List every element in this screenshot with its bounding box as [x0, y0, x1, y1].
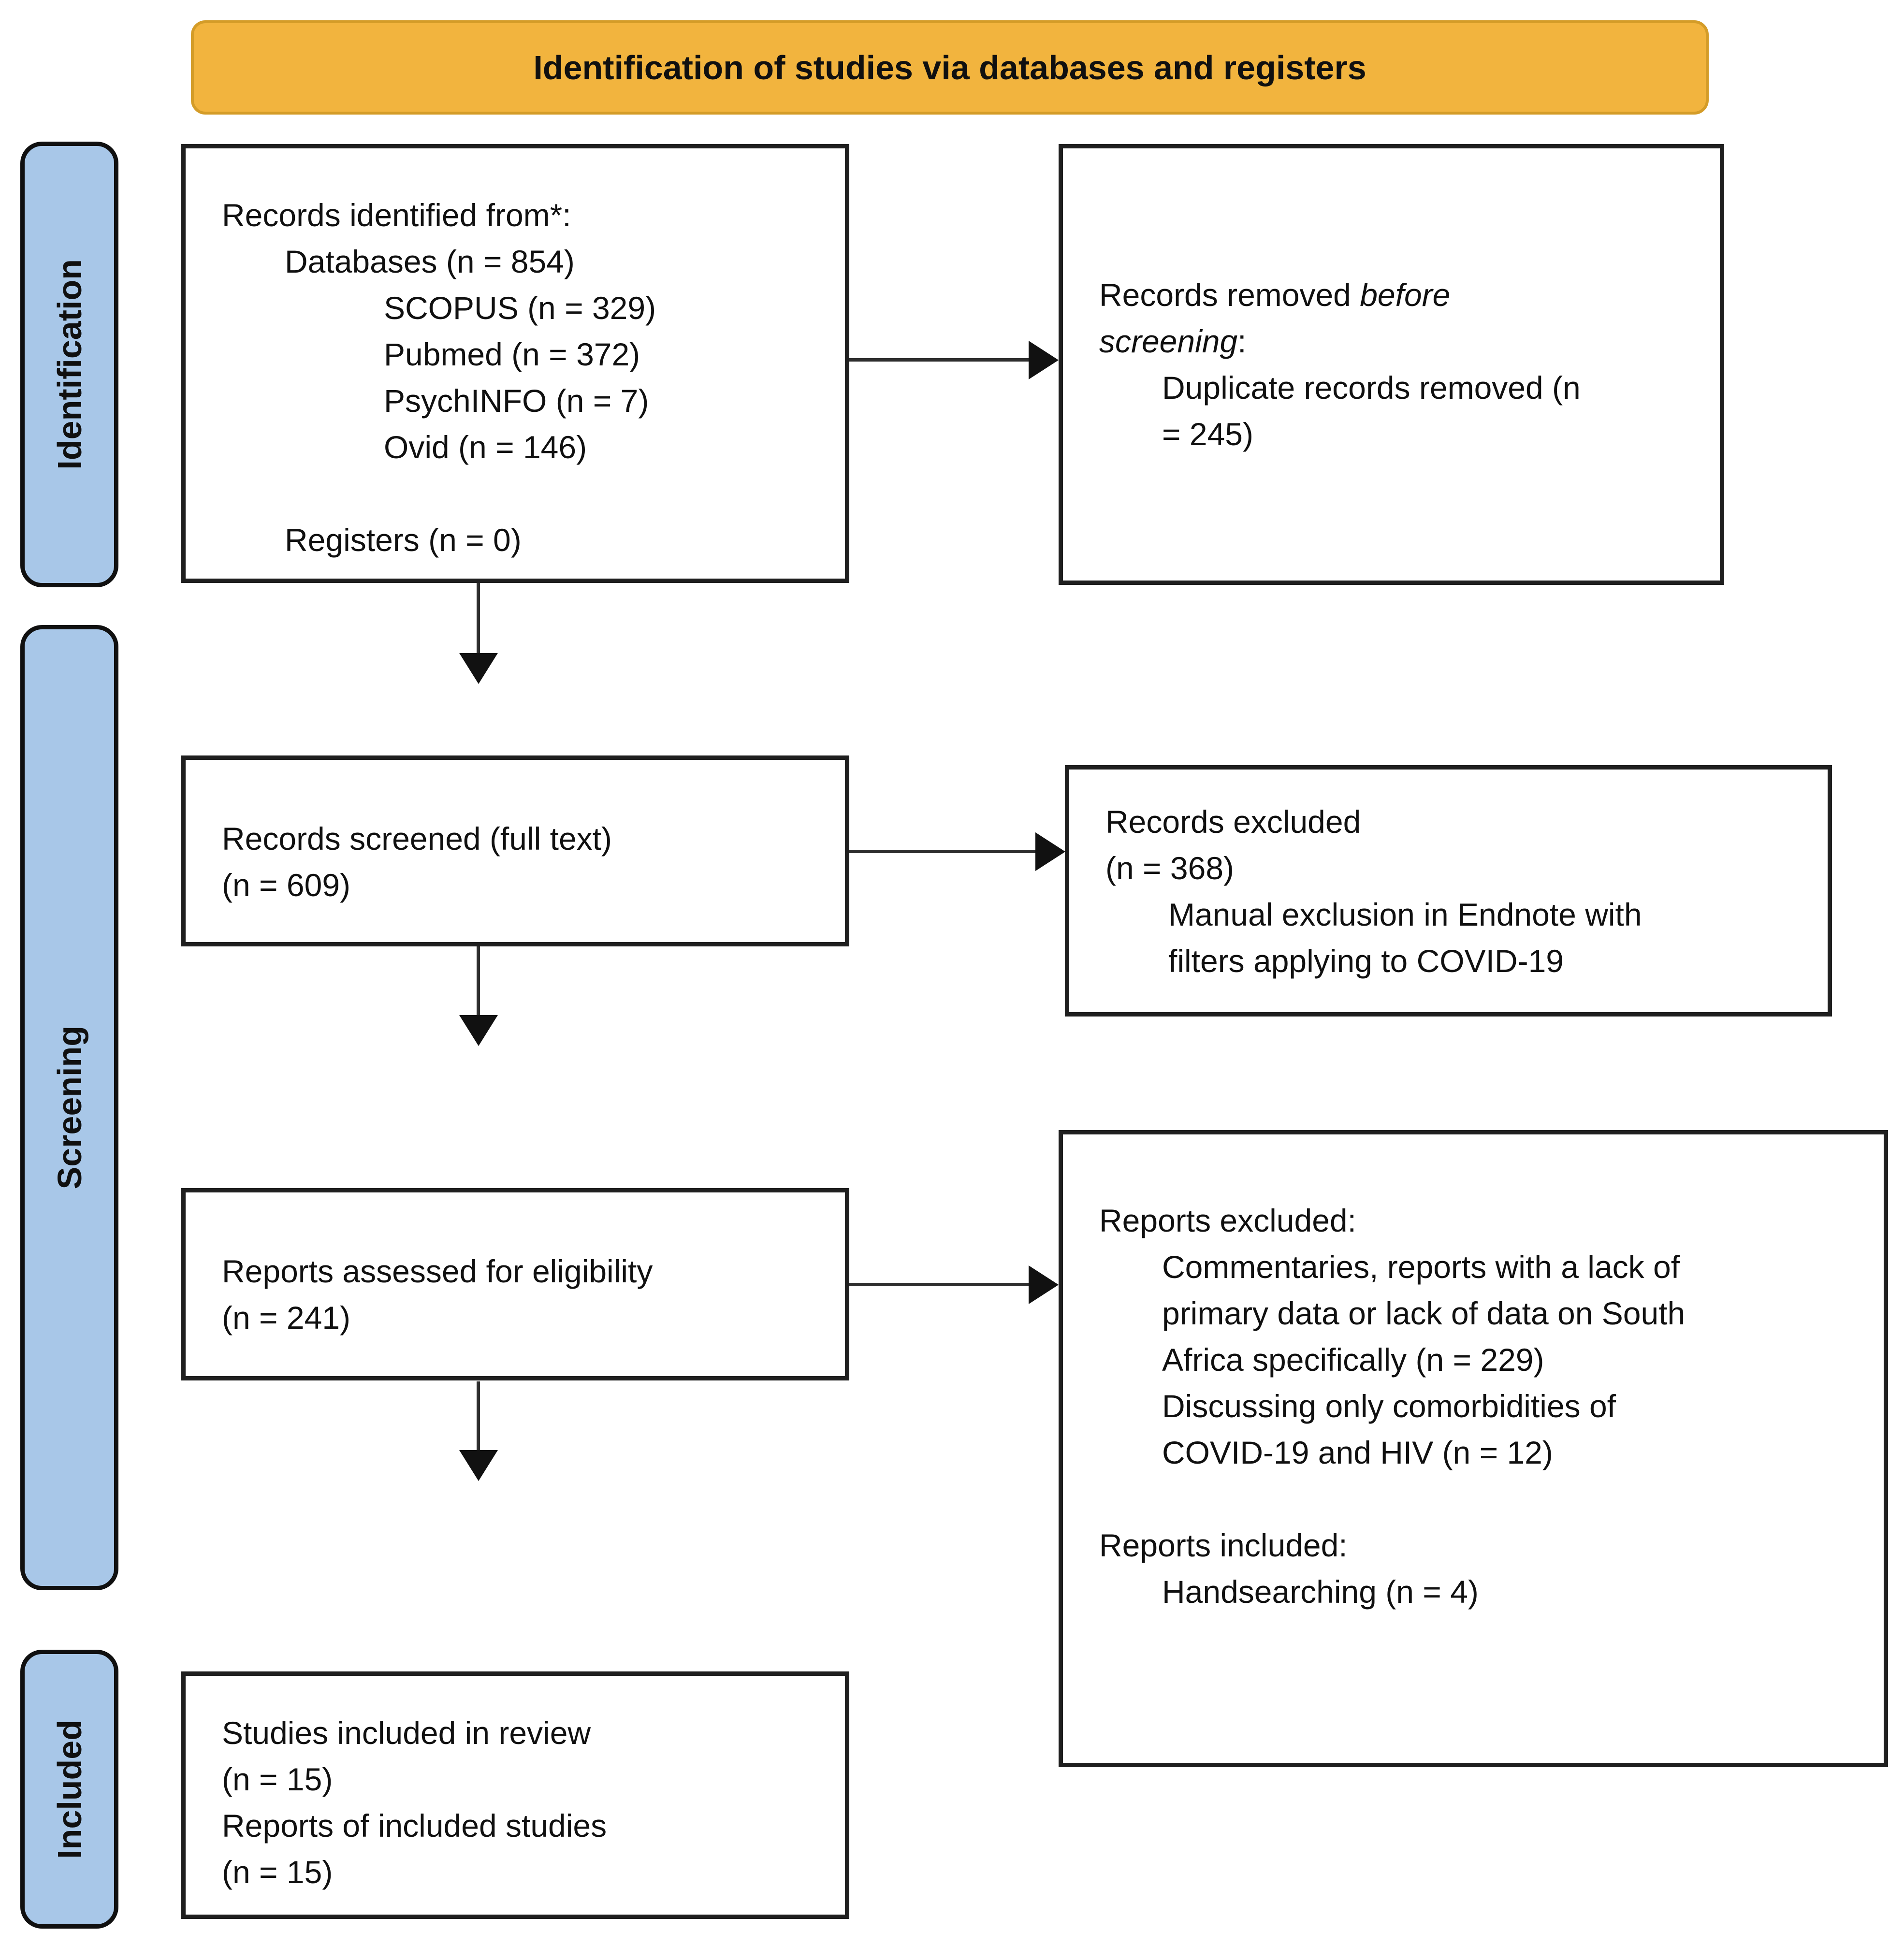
blank-line: [1099, 1476, 1874, 1522]
reports-excluded-line: primary data or lack of data on South: [1162, 1295, 1686, 1331]
box-records-screened: Records screened (full text) (n = 609): [181, 755, 849, 946]
arrow-right-icon: [1029, 341, 1059, 379]
records-removed-text: Records removed: [1099, 277, 1360, 313]
arrow-stem: [477, 583, 480, 653]
reports-included-line: Handsearching (n = 4): [1162, 1574, 1479, 1610]
records-removed-italic-text: screening: [1099, 323, 1238, 359]
records-excluded-line: Manual exclusion in Endnote with: [1168, 897, 1642, 932]
stage-identification-label: Identification: [50, 259, 88, 470]
arrow-right-icon: [1029, 1265, 1059, 1304]
arrow-stem: [477, 946, 480, 1015]
stage-identification: Identification: [20, 142, 118, 587]
reports-included-line: Reports included:: [1099, 1527, 1348, 1563]
arrow-down-icon: [459, 1450, 498, 1481]
reports-assessed-line: (n = 241): [222, 1300, 350, 1336]
reports-excluded-line: Discussing only comorbidities of: [1162, 1388, 1616, 1424]
banner-identification-of-studies: Identification of studies via databases …: [191, 20, 1709, 115]
stage-screening-label: Screening: [50, 1026, 88, 1190]
box-studies-included: Studies included in review (n = 15) Repo…: [181, 1671, 849, 1919]
arrow-down-icon: [459, 1015, 498, 1046]
studies-included-line: (n = 15): [222, 1854, 333, 1890]
records-identified-line: Databases (n = 854): [285, 244, 575, 279]
stage-included-label: Included: [50, 1719, 88, 1859]
records-excluded-line: Records excluded: [1105, 804, 1361, 840]
arrow-down-icon: [459, 653, 498, 684]
reports-assessed-line: Reports assessed for eligibility: [222, 1253, 653, 1289]
box-reports-assessed: Reports assessed for eligibility (n = 24…: [181, 1188, 849, 1380]
arrow-stem: [477, 1381, 480, 1450]
studies-included-line: (n = 15): [222, 1761, 333, 1797]
box-reports-excluded: Reports excluded: Commentaries, reports …: [1059, 1130, 1888, 1767]
box-records-removed-before-screening: Records removed before screening: Duplic…: [1059, 144, 1724, 585]
studies-included-line: Reports of included studies: [222, 1808, 607, 1844]
box-records-identified: Records identified from*: Databases (n =…: [181, 144, 849, 583]
stage-screening: Screening: [20, 625, 118, 1590]
records-excluded-line: filters applying to COVID-19: [1168, 943, 1564, 979]
box-records-excluded: Records excluded (n = 368) Manual exclus…: [1065, 765, 1832, 1017]
reports-excluded-line: Reports excluded:: [1099, 1203, 1356, 1238]
records-identified-line: SCOPUS (n = 329): [384, 290, 656, 326]
records-identified-line: PsychINFO (n = 7): [384, 383, 649, 419]
records-removed-line: screening:: [1099, 318, 1710, 364]
records-removed-line: Duplicate records removed (n: [1162, 370, 1581, 406]
reports-excluded-line: Commentaries, reports with a lack of: [1162, 1249, 1680, 1285]
records-identified-line: Records identified from*:: [222, 197, 571, 233]
banner-title: Identification of studies via databases …: [533, 48, 1366, 87]
records-screened-line: (n = 609): [222, 867, 350, 903]
records-identified-line: Ovid (n = 146): [384, 429, 587, 465]
studies-included-line: Studies included in review: [222, 1715, 591, 1751]
blank-line: [222, 470, 835, 517]
records-screened-line: Records screened (full text): [222, 821, 612, 857]
reports-excluded-line: COVID-19 and HIV (n = 12): [1162, 1435, 1553, 1470]
records-removed-line: = 245): [1162, 416, 1253, 452]
records-removed-italic-text: before: [1360, 277, 1451, 313]
arrow-stem: [849, 850, 1036, 853]
records-identified-line: Pubmed (n = 372): [384, 336, 640, 372]
records-removed-text: :: [1237, 323, 1247, 359]
stage-included: Included: [20, 1650, 118, 1929]
records-removed-line: Records removed before: [1099, 272, 1710, 318]
arrow-stem: [849, 358, 1029, 362]
reports-excluded-line: Africa specifically (n = 229): [1162, 1342, 1544, 1378]
arrow-stem: [849, 1283, 1029, 1286]
records-excluded-line: (n = 368): [1105, 850, 1234, 886]
arrow-right-icon: [1035, 832, 1065, 871]
records-identified-line: Registers (n = 0): [285, 522, 522, 558]
